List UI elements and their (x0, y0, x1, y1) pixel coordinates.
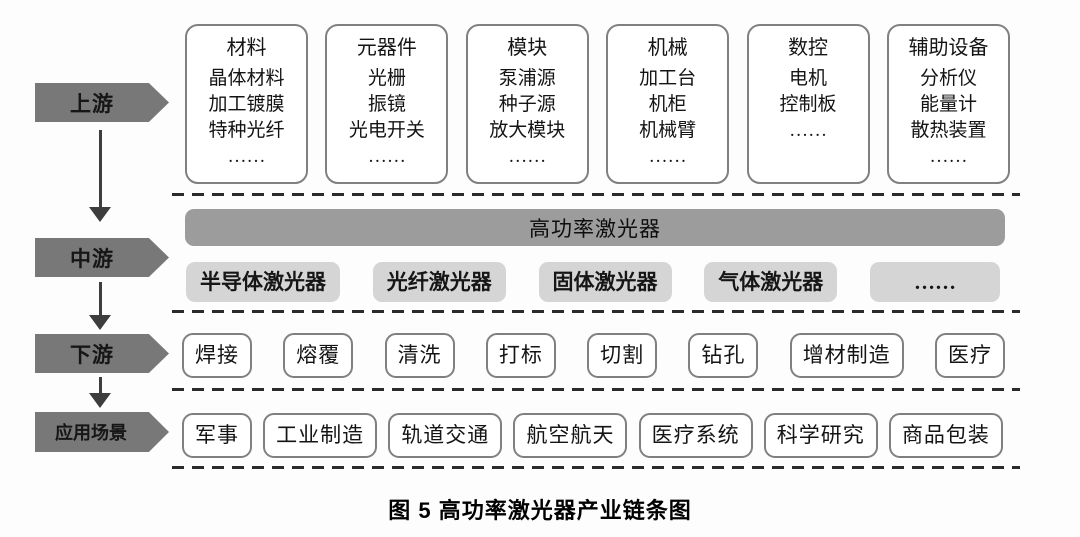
tag-solid-state-laser: 固体激光器 (538, 262, 672, 302)
box-item: 晶体材料 (208, 68, 285, 89)
down-arrow-icon (89, 282, 111, 330)
ellipsis-item: …… (648, 146, 687, 167)
downstream-box-cladding: 熔覆 (283, 333, 354, 378)
ellipsis-item: …… (508, 146, 547, 167)
upstream-box-cnc: 数控 电机 控制板 …… (746, 24, 870, 184)
figure-caption: 图 5 高功率激光器产业链条图 (388, 498, 692, 523)
box-item: 加工镀膜 (208, 94, 285, 115)
upstream-box-material: 材料 晶体材料 加工镀膜 特种光纤 …… (185, 24, 308, 184)
box-item: 光电开关 (348, 120, 425, 141)
stage-label-downstream: 下游 (70, 342, 114, 367)
box-title: 数控 (788, 37, 829, 59)
banner-label: 高功率激光器 (529, 216, 661, 241)
downstream-box-medical: 医疗 (934, 333, 1005, 378)
box-item: 光栅 (367, 68, 406, 89)
stage-label-upstream: 上游 (70, 91, 114, 116)
upstream-box-machinery: 机械 加工台 机柜 机械臂 …… (606, 24, 730, 184)
stage-label-application: 应用场景 (55, 423, 127, 443)
down-arrow-stem (98, 130, 102, 207)
down-arrow-head (89, 393, 111, 408)
down-arrow-head (89, 315, 111, 330)
box-item: 加工台 (639, 68, 697, 89)
stage-arrow-midstream: 中游 (35, 238, 169, 277)
dashed-divider (172, 193, 1020, 196)
downstream-box-row: 焊接 熔覆 清洗 打标 切割 钻孔 增材制造 医疗 (182, 333, 1005, 378)
down-arrow-head (89, 207, 111, 222)
stage-arrow-downstream: 下游 (35, 334, 169, 373)
application-box-military: 军事 (182, 413, 252, 458)
application-box-rail-transit: 轨道交通 (388, 413, 503, 458)
dashed-divider (172, 466, 1020, 469)
upstream-box-auxiliary: 辅助设备 分析仪 能量计 散热装置 …… (886, 24, 1010, 184)
box-item: 分析仪 (919, 68, 977, 89)
downstream-box-additive-manufacturing: 增材制造 (789, 333, 904, 378)
down-arrow-icon (89, 377, 111, 408)
tag-ellipsis: …… (870, 262, 1000, 302)
box-item: 特种光纤 (208, 120, 285, 141)
box-title: 辅助设备 (908, 37, 989, 59)
dashed-divider (172, 310, 1020, 313)
box-item: 种子源 (498, 94, 556, 115)
application-box-row: 军事 工业制造 轨道交通 航空航天 医疗系统 科学研究 商品包装 (182, 413, 1003, 458)
box-title: 元器件 (356, 37, 417, 59)
high-power-laser-banner: 高功率激光器 (185, 209, 1005, 246)
box-title: 模块 (507, 37, 548, 59)
box-item: 泵浦源 (498, 68, 556, 89)
ellipsis-item: …… (789, 120, 828, 141)
application-box-aerospace: 航空航天 (513, 413, 628, 458)
downstream-box-marking: 打标 (485, 333, 556, 378)
downstream-box-drilling: 钻孔 (688, 333, 759, 378)
box-title: 机械 (647, 37, 688, 59)
application-box-scientific-research: 科学研究 (763, 413, 878, 458)
dashed-divider (172, 388, 1020, 391)
tag-fiber-laser: 光纤激光器 (372, 262, 506, 302)
down-arrow-stem (98, 282, 102, 315)
box-item: 机柜 (648, 94, 687, 115)
application-box-medical-systems: 医疗系统 (638, 413, 753, 458)
downstream-box-welding: 焊接 (182, 333, 252, 378)
stage-label-midstream: 中游 (70, 246, 114, 271)
ellipsis-item: …… (227, 146, 266, 167)
upstream-box-row: 材料 晶体材料 加工镀膜 特种光纤 …… 元器件 光栅 振镜 光电开关 …… 模… (185, 24, 1010, 184)
down-arrow-stem (98, 377, 102, 393)
box-item: 放大模块 (489, 120, 566, 141)
downstream-box-cutting: 切割 (587, 333, 658, 378)
box-item: 机械臂 (639, 120, 697, 141)
tag-semiconductor-laser: 半导体激光器 (186, 262, 340, 302)
stage-arrow-application: 应用场景 (35, 412, 169, 452)
box-item: 能量计 (919, 94, 977, 115)
tag-gas-laser: 气体激光器 (704, 262, 838, 302)
ellipsis-item: …… (367, 146, 406, 167)
upstream-box-components: 元器件 光栅 振镜 光电开关 …… (325, 24, 449, 184)
box-item: 电机 (789, 68, 828, 89)
down-arrow-icon (89, 130, 111, 222)
laser-type-tag-row: 半导体激光器 光纤激光器 固体激光器 气体激光器 …… (186, 262, 1000, 302)
downstream-box-cleaning: 清洗 (384, 333, 455, 378)
stage-arrow-upstream: 上游 (35, 83, 169, 122)
application-box-commodity-packaging: 商品包装 (888, 413, 1003, 458)
ellipsis-item: …… (929, 146, 968, 167)
upstream-box-modules: 模块 泵浦源 种子源 放大模块 …… (465, 24, 589, 184)
box-item: 控制板 (779, 94, 837, 115)
box-title: 材料 (226, 37, 267, 59)
box-item: 散热装置 (910, 120, 987, 141)
application-box-industrial-manufacturing: 工业制造 (263, 413, 378, 458)
box-item: 振镜 (367, 94, 406, 115)
